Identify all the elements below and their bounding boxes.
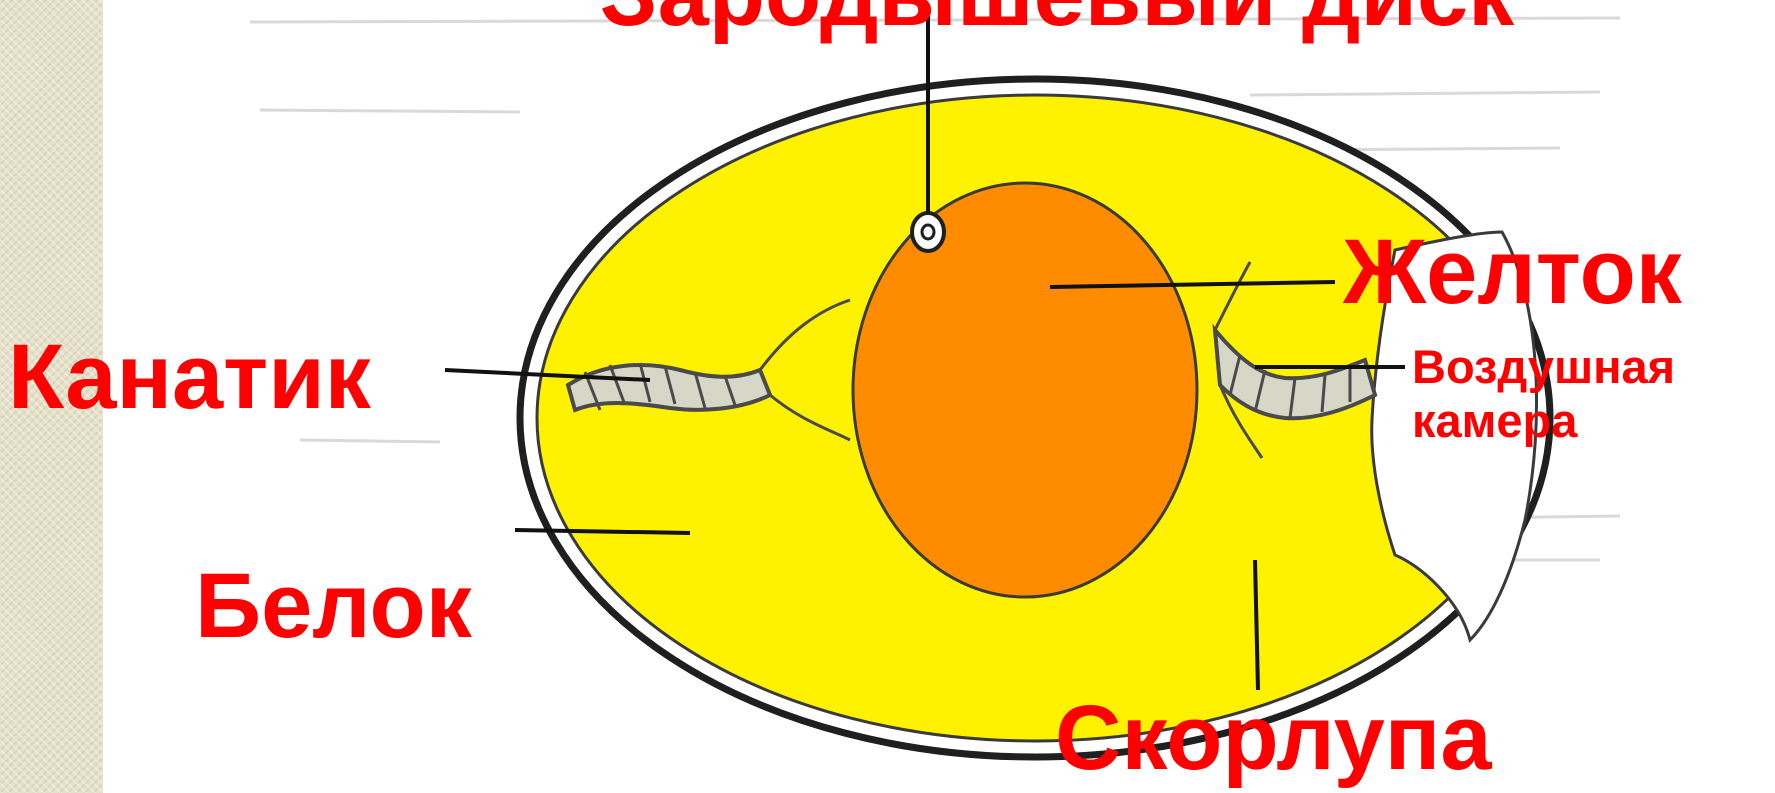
label-air-cell-line2: камера [1412,394,1675,448]
label-air-cell-line1: Воздушная [1412,340,1675,394]
label-chalaza: Канатик [8,331,371,423]
label-yolk: Желток [1343,226,1682,318]
germinal-disc [912,213,944,251]
yolk [853,183,1197,597]
label-shell: Скорлупа [1055,692,1492,784]
label-albumen: Белок [195,560,472,652]
label-top-cut: Зародышевый диск [600,0,1514,40]
label-air-cell: Воздушная камера [1412,340,1675,448]
